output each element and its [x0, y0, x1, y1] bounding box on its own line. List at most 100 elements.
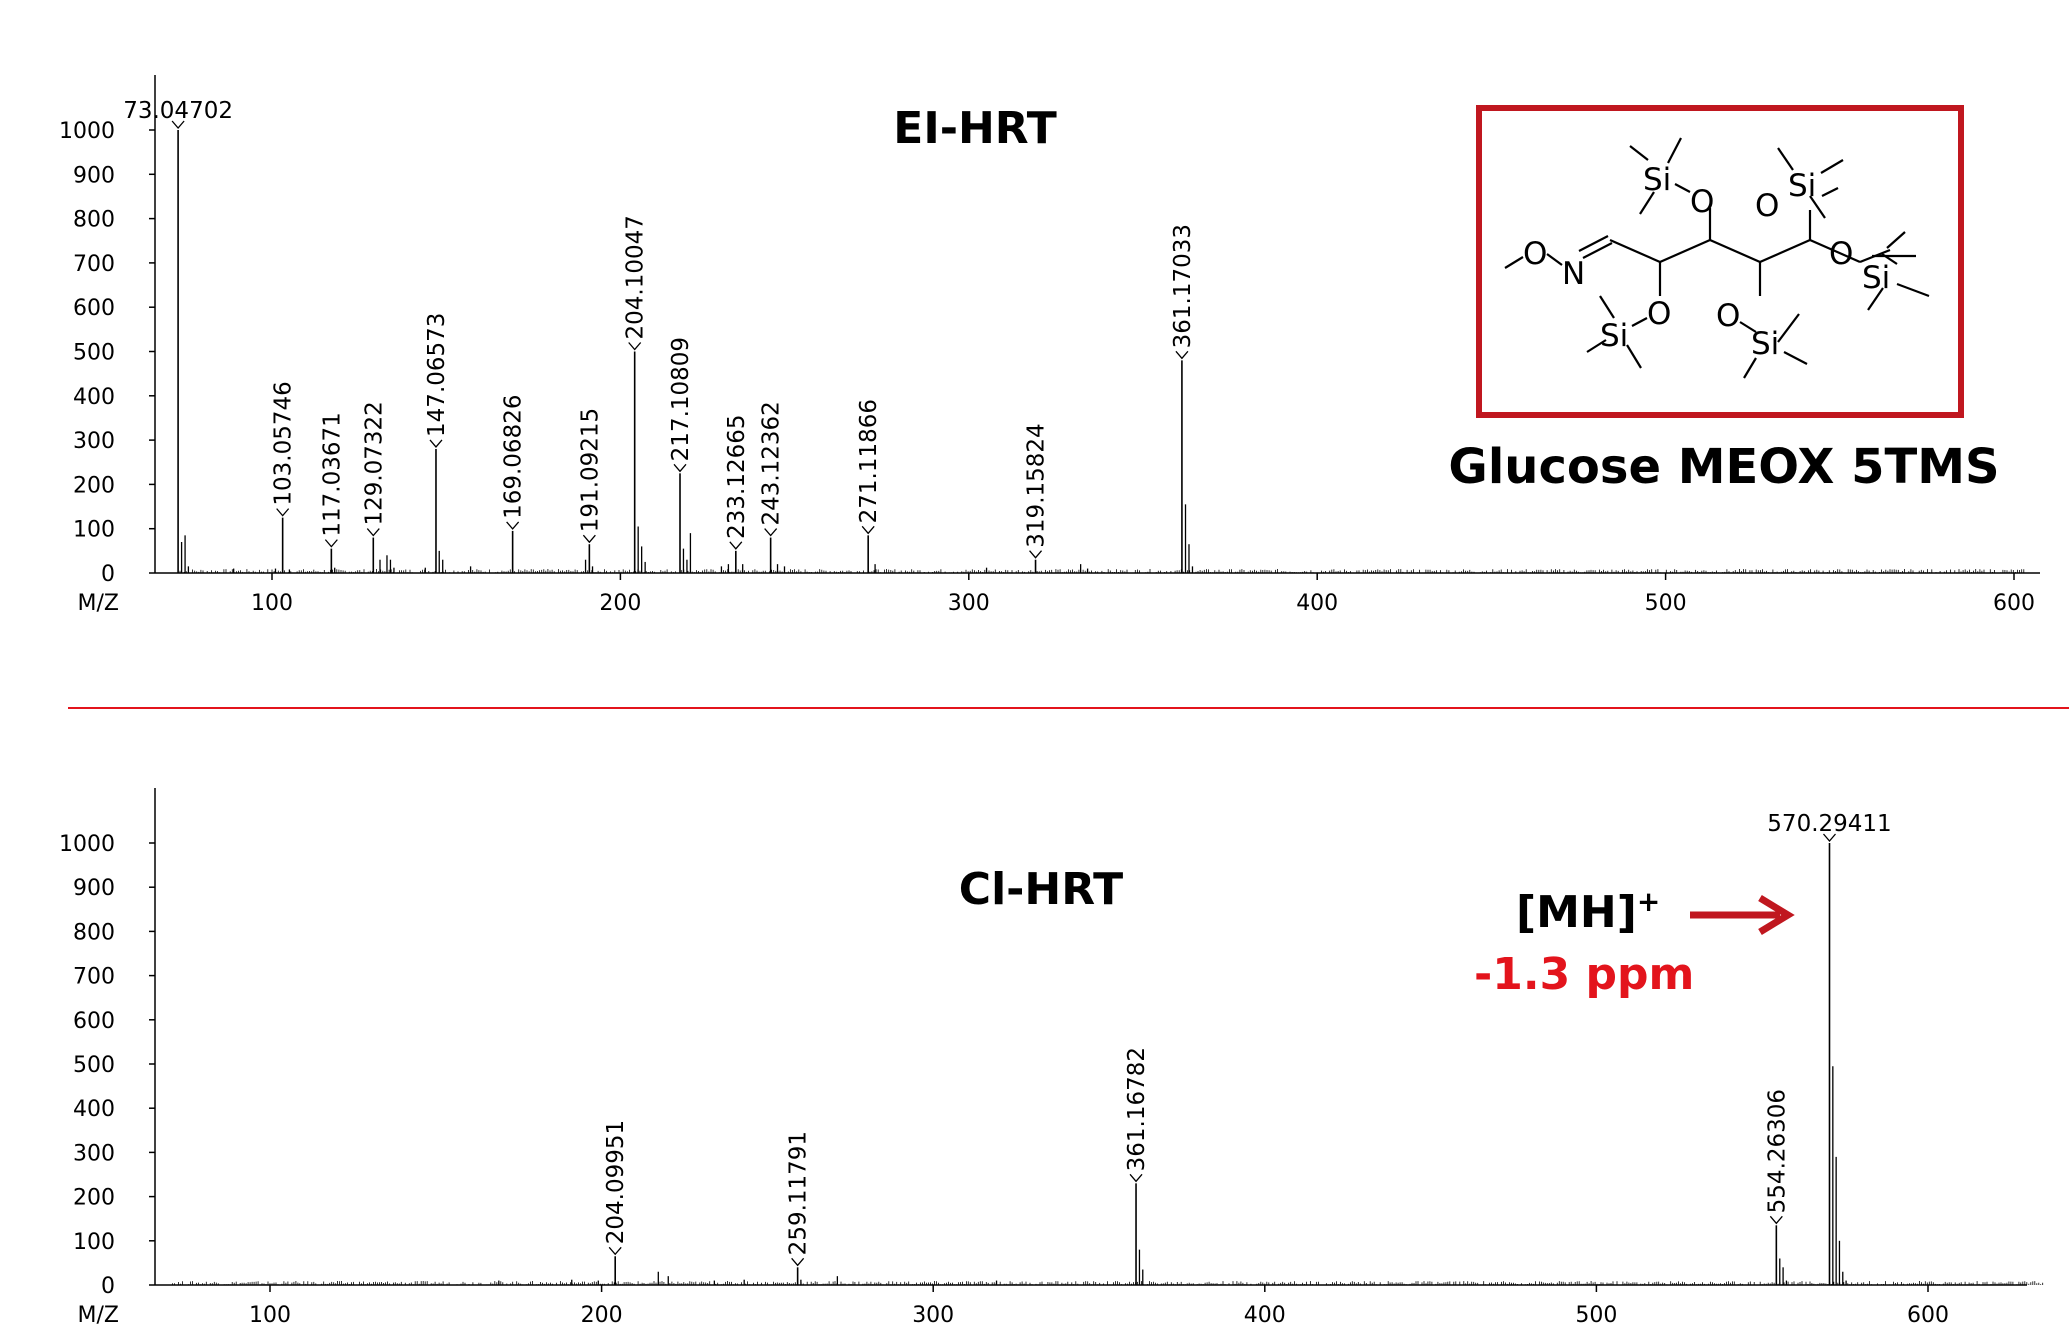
ei-peak-marker [1029, 550, 1043, 559]
ci-y-tick-label: 500 [73, 1053, 115, 1078]
ei-peak-label: 319.15824 [1024, 423, 1050, 547]
ci-y-tick-label: 800 [73, 920, 115, 945]
ei-x-tick-label: 100 [251, 591, 293, 616]
ei-chart-title: EI-HRT [893, 103, 1056, 154]
ei-peak-marker [764, 528, 778, 537]
mh-arrow-icon [1690, 895, 1795, 935]
molecule-structure: O N Si O O Si O Si O Si O Si [1476, 105, 1964, 418]
ei-hrt-spectrum-panel: 0 100 200 300 400 500 600 700 800 900 1000 100 200 30… [59, 75, 2040, 616]
atom-oxygen-3: O [1716, 298, 1740, 334]
ei-peak-label: 233.12665 [724, 414, 750, 538]
ei-y-tick-label: 800 [73, 208, 115, 233]
ci-peak-label: 259.11791 [786, 1131, 812, 1255]
ci-peak-label: 570.29411 [1767, 811, 1891, 837]
ei-x-tick-label: 300 [948, 591, 990, 616]
atom-silicon-4: Si [1788, 168, 1816, 204]
atom-silicon-5: Si [1862, 260, 1890, 296]
ei-peak-label: 147.06573 [424, 313, 450, 437]
ci-x-tick-label: 100 [249, 1303, 291, 1328]
ei-y-tick-label: 300 [73, 429, 115, 454]
ci-y-tick-label: 200 [73, 1186, 115, 1211]
ci-y-tick-label: 300 [73, 1141, 115, 1166]
ei-peak-label: 243.12362 [759, 401, 785, 525]
ei-peak-marker [171, 120, 185, 129]
ci-peak-label: 361.16782 [1124, 1047, 1150, 1171]
atom-oxygen-methoxy: O [1523, 236, 1547, 272]
atom-oxygen-5: O [1829, 236, 1853, 272]
atom-oxygen-1: O [1690, 184, 1714, 220]
ei-peak-label: 169.06826 [501, 395, 527, 519]
molecule-bonds [1504, 137, 1930, 379]
ei-peak-label: 129.07322 [361, 401, 387, 525]
mh-ion-label: [MH]+ [1516, 885, 1660, 938]
ei-peak-marker [1175, 350, 1189, 360]
ei-peak-marker [729, 541, 743, 550]
ei-peak-marker [582, 534, 596, 544]
ei-y-tick-label: 600 [73, 296, 115, 321]
atom-oxygen-2: O [1647, 296, 1671, 332]
ei-peak-label: 361.17033 [1170, 224, 1196, 348]
ei-x-tick-label: 200 [599, 591, 641, 616]
ci-peak-label: 204.09951 [603, 1120, 629, 1244]
ci-y-tick-label: 700 [73, 965, 115, 990]
ci-y-tick-label: 900 [73, 876, 115, 901]
atom-silicon-1: Si [1643, 162, 1671, 198]
ci-x-axis-label: M/Z [78, 1303, 119, 1328]
ei-y-tick-label: 500 [73, 341, 115, 366]
molecule-name-label: Glucose MEOX 5TMS [1448, 439, 1999, 495]
ci-y-tick-label: 0 [101, 1274, 115, 1299]
ei-peak-label: 117.03671 [319, 412, 345, 536]
ei-peak-label: 204.10047 [623, 215, 649, 339]
ci-peak-marker [1823, 833, 1836, 842]
ei-peak-marker [506, 521, 520, 530]
ci-peak-marker [791, 1257, 805, 1267]
ei-peak-label: 73.04702 [123, 98, 233, 124]
ei-y-tick-label: 1000 [59, 119, 115, 144]
ci-peak-marker [608, 1246, 622, 1256]
ei-y-tick-label: 900 [73, 163, 115, 188]
ei-peak-marker [366, 528, 380, 537]
ci-x-tick-label: 400 [1244, 1303, 1286, 1328]
atom-oxygen-4: O [1755, 188, 1779, 224]
ei-peak-marker [324, 539, 338, 548]
mh-charge-superscript: + [1637, 885, 1660, 918]
mh-ion-text: [MH] [1516, 887, 1637, 938]
ei-x-tick-label: 600 [1993, 591, 2035, 616]
ci-chart-title: Cl-HRT [959, 864, 1123, 915]
ei-peak-marker [861, 525, 875, 535]
ci-peak-marker [1769, 1215, 1783, 1225]
ei-y-tick-label: 400 [73, 385, 115, 410]
ci-y-tick-label: 1000 [59, 832, 115, 857]
atom-nitrogen: N [1562, 256, 1585, 292]
ei-y-tick-label: 0 [101, 562, 115, 587]
ci-x-tick-label: 300 [912, 1303, 954, 1328]
ci-y-tick-label: 100 [73, 1230, 115, 1255]
ei-y-tick-label: 700 [73, 252, 115, 277]
ei-peak-marker [276, 508, 290, 517]
atom-silicon-2: Si [1600, 318, 1628, 354]
atom-silicon-3: Si [1751, 326, 1779, 362]
ei-peak-label: 217.10809 [668, 337, 694, 461]
ci-y-tick-label: 600 [73, 1009, 115, 1034]
ci-x-tick-label: 200 [581, 1303, 623, 1328]
ei-peak-marker [429, 439, 443, 448]
ci-x-tick-label: 500 [1575, 1303, 1617, 1328]
ci-peak-marker [1129, 1173, 1143, 1183]
ppm-error-label: -1.3 ppm [1474, 949, 1694, 1000]
ei-peak-label: 103.05746 [271, 381, 297, 505]
ei-y-tick-label: 200 [73, 473, 115, 498]
ci-peak-label: 554.26306 [1764, 1089, 1790, 1213]
ei-x-tick-label: 400 [1296, 591, 1338, 616]
ci-x-tick-label: 600 [1907, 1303, 1949, 1328]
ei-y-tick-label: 100 [73, 518, 115, 543]
ci-y-tick-label: 400 [73, 1097, 115, 1122]
ei-x-axis-label: M/Z [78, 591, 119, 616]
ei-peak-marker [628, 342, 642, 351]
ci-hrt-spectrum-panel: 0 100 200 300 400 500 600 700 800 900 1000 100 200 30… [59, 788, 2044, 1328]
ei-peak-label: 191.09215 [577, 408, 603, 532]
ei-x-tick-label: 500 [1645, 591, 1687, 616]
molecule-box [1476, 105, 1964, 418]
ei-peak-label: 271.11866 [856, 399, 882, 523]
ei-peak-marker [673, 463, 687, 473]
